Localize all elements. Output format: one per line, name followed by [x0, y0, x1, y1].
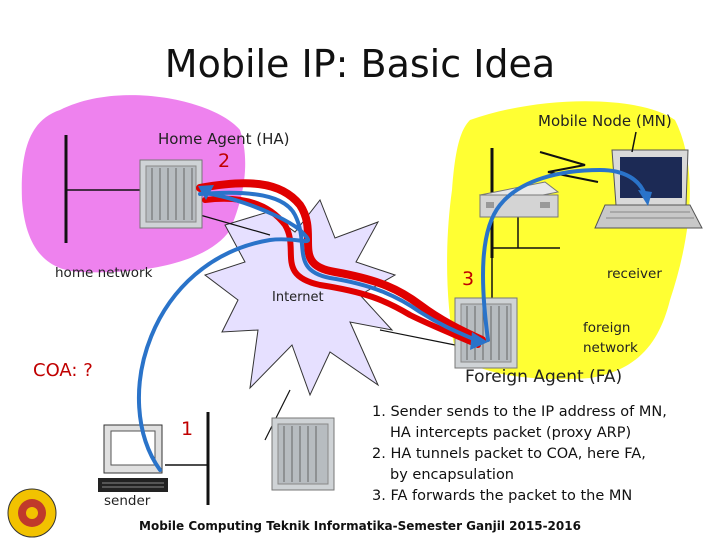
foreign-network-label-line1: foreign [583, 320, 631, 336]
footer-text: Mobile Computing Teknik Informatika-Seme… [139, 519, 581, 533]
internet-to-ha [199, 214, 271, 236]
arrowhead-to-fa [470, 332, 488, 350]
university-logo-icon [7, 488, 57, 538]
foreign-network-label-line2: network [583, 340, 638, 356]
steps-list: 1. Sender sends to the IP address of MN,… [372, 402, 692, 507]
access-point-icon [478, 181, 560, 218]
sender-router-icon [271, 417, 335, 491]
step-line: 1. Sender sends to the IP address of MN, [372, 404, 667, 420]
internet-cloud [203, 199, 397, 397]
slide-title: Mobile IP: Basic Idea [164, 42, 556, 86]
arrowhead-to-ha [198, 185, 214, 200]
step-line: 2. HA tunnels packet to COA, here FA, [372, 446, 646, 462]
tunnel-red-path [196, 179, 486, 344]
mobile-node-label: Mobile Node (MN) [538, 112, 672, 130]
internet-label: Internet [272, 290, 324, 305]
coa-label: COA: ? [33, 360, 93, 381]
foreign-agent-label: Foreign Agent (FA) [465, 367, 623, 387]
receiver-label: receiver [607, 266, 662, 282]
wireless-link-icon [539, 151, 599, 183]
step-line: 3. FA forwards the packet to the MN [372, 488, 633, 504]
packet-path-blue [137, 190, 482, 472]
home-network-label: home network [55, 265, 153, 281]
home-agent-label: Home Agent (HA) [158, 130, 290, 148]
tunnel-red-path-lower [202, 195, 481, 348]
step-number-1: 1 [181, 418, 194, 440]
step-number-2: 2 [218, 150, 231, 172]
mn-pointer [631, 131, 637, 153]
internet-to-sender-router [264, 389, 291, 441]
sender-label: sender [104, 493, 151, 509]
internet-to-fa [379, 329, 456, 346]
arrowhead-to-mn [638, 190, 652, 206]
desktop-computer-icon [98, 424, 168, 492]
step-number-3: 3 [462, 268, 475, 290]
step-line: by encapsulation [390, 467, 515, 483]
packet-path-blue-to-mn [481, 167, 647, 342]
home-agent-router-icon [139, 159, 203, 229]
laptop-icon [594, 149, 703, 229]
step-line: HA intercepts packet (proxy ARP) [390, 425, 632, 441]
